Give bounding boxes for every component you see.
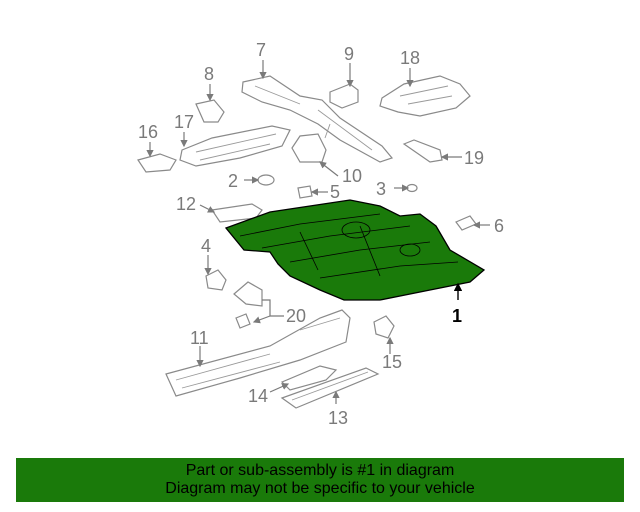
callout-1: 1: [452, 306, 462, 326]
parts-diagram: 1 2 3 4 5 6 7 8 9 10 11 12 13 14 15 16 1…: [137, 40, 504, 428]
part-11-rocker: [165, 309, 351, 397]
banner-line-2: Diagram may not be specific to your vehi…: [165, 480, 475, 497]
part-12-reinforcement: [210, 203, 263, 223]
part-19-bracket: [402, 139, 443, 163]
part-16-bracket: [137, 153, 177, 173]
callout-18: 18: [400, 48, 420, 68]
part-4-bracket: [205, 269, 227, 291]
callout-13: 13: [328, 408, 348, 428]
part-13-sill: [280, 367, 380, 409]
part-20-brackets: [233, 281, 263, 329]
callout-3: 3: [376, 179, 386, 199]
callout-12: 12: [176, 194, 196, 214]
callout-6: 6: [494, 216, 504, 236]
banner-line-1: Part or sub-assembly is #1 in diagram: [185, 462, 455, 479]
callout-8: 8: [204, 64, 214, 84]
callout-7: 7: [256, 40, 266, 60]
callout-16: 16: [138, 122, 158, 142]
part-5-clip: [297, 185, 313, 199]
part-17-crossmember: [179, 125, 291, 167]
part-8-bracket: [195, 99, 225, 123]
part-15-bracket: [373, 315, 395, 339]
part-6-clip: [455, 215, 477, 231]
part-3-plug: [406, 183, 418, 193]
callout-19: 19: [464, 148, 484, 168]
callout-11: 11: [190, 328, 209, 348]
part-18-rear-panel: [379, 75, 471, 117]
callout-10: 10: [342, 166, 362, 186]
part-7-center-rail: [241, 75, 394, 163]
callout-20: 20: [286, 306, 306, 326]
callout-15: 15: [382, 352, 402, 372]
leader-lines: [146, 60, 490, 404]
callout-17: 17: [174, 112, 194, 132]
callout-4: 4: [201, 236, 211, 256]
part-9-bracket: [329, 83, 359, 109]
callout-14: 14: [248, 386, 268, 406]
callout-5: 5: [330, 182, 340, 202]
part-10-bracket: [291, 133, 327, 163]
part-2-plug: [257, 174, 275, 186]
callout-9: 9: [344, 44, 354, 64]
fitment-notice-banner: Part or sub-assembly is #1 in diagram Di…: [16, 458, 624, 502]
part-1-floor-pan: [224, 199, 486, 301]
callout-2: 2: [228, 171, 238, 191]
